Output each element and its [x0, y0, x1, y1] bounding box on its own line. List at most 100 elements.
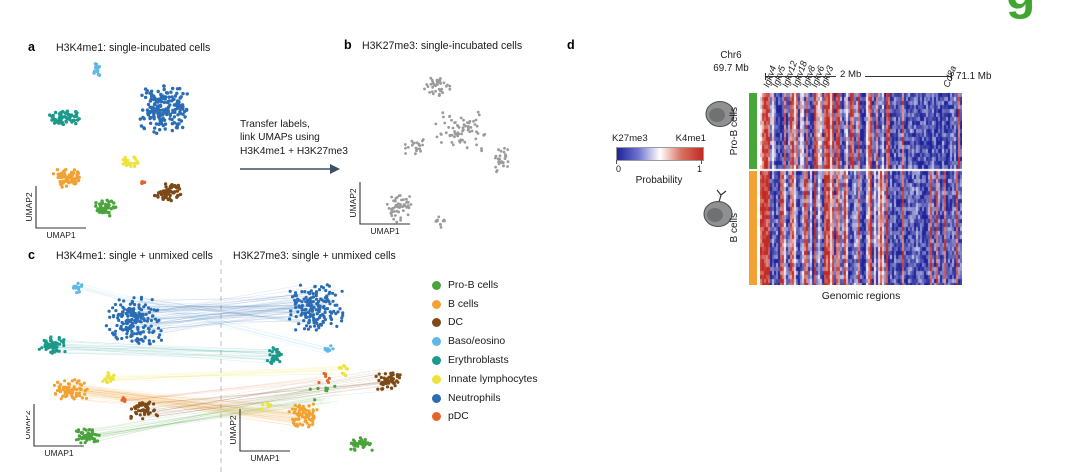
legend-label: Neutrophils: [448, 392, 501, 404]
link-lines-erythroblasts: [39, 339, 282, 364]
transfer-arrow: [240, 164, 340, 174]
journal-logo-fragment: g: [1000, 0, 1080, 30]
umap-cluster-neutrophils: [104, 295, 163, 346]
umap-cluster-dc: [374, 371, 402, 391]
umap-cluster-pro-b-cells: [94, 198, 118, 218]
umap-cluster-unlabeled: [493, 146, 510, 174]
legend-color-dot: [432, 393, 441, 403]
link-lines-neutrophils: [110, 285, 342, 340]
umap-cluster-pro-b-cells: [74, 427, 101, 445]
pro-b-row-label: Pro-B cells: [728, 106, 740, 156]
umap2-axis-label: UMAP2: [228, 415, 238, 445]
b-cell-icon: [703, 189, 733, 227]
legend-item-innate-lymphocytes: Innate lymphocytes: [432, 370, 538, 389]
umap-cluster-innate-lymphocytes: [337, 364, 349, 378]
region-start: 69.7 Mb: [713, 63, 749, 74]
umap-cluster-pdc: [120, 396, 127, 403]
colorbar-left-label: K27me3: [612, 133, 648, 144]
umap2-axis-label: UMAP2: [26, 192, 34, 222]
umap-plot-b: UMAP1 UMAP2: [348, 76, 510, 236]
transfer-arrow-text: Transfer labels, link UMAPs using H3K4me…: [240, 118, 352, 158]
b-cells-row-colorbar: [749, 171, 757, 285]
umap1-axis-label: UMAP1: [46, 230, 76, 240]
panel-c-label: c: [28, 248, 35, 262]
umap-cluster-unlabeled: [403, 138, 425, 156]
umap-cluster-innate-lymphocytes: [101, 371, 116, 384]
umap-cluster-pdc: [140, 180, 147, 186]
legend-color-dot: [432, 299, 441, 309]
scale-bar-tick-right: [951, 73, 952, 80]
arrow-text-line-1: Transfer labels,: [240, 119, 310, 130]
link-lines-b-cells: [58, 381, 318, 428]
chromosome-name: Chr6: [720, 50, 742, 61]
legend-item-erythroblasts: Erythroblasts: [432, 351, 538, 370]
umap-cluster-dc: [129, 400, 160, 421]
colorbar-min: 0: [616, 164, 622, 174]
umap-axes: UMAP1 UMAP2: [26, 404, 84, 458]
umap-cluster-erythroblasts: [265, 346, 283, 365]
legend-item-pdc: pDC: [432, 408, 538, 427]
legend-label: Innate lymphocytes: [448, 373, 538, 385]
b-cells-row-label: B cells: [728, 213, 740, 243]
heatmap-canvas: [760, 93, 962, 285]
umap-plot-a: UMAP1 UMAP2: [26, 62, 189, 240]
umap1-axis-label: UMAP1: [44, 448, 74, 458]
legend-color-dot: [432, 374, 441, 384]
umap-cluster-b-cells: [51, 168, 81, 189]
legend-label: DC: [448, 317, 464, 329]
umap-cluster-innate-lymphocytes: [259, 401, 273, 411]
umap2-axis-label: UMAP2: [26, 410, 32, 440]
region-end: 71.1 Mb: [956, 71, 992, 82]
umap-cluster-innate-lymphocytes: [121, 155, 140, 169]
umap-cluster-dc: [153, 182, 183, 203]
arrow-text-line-2: link UMAPs using: [240, 132, 320, 144]
arrow-text-line-3: H3K4me1 + H3K27me3: [240, 145, 348, 157]
link-lines-baso-eosino: [77, 283, 333, 355]
umap-cluster-erythroblasts: [48, 109, 81, 127]
umap-cluster-b-cells: [287, 402, 319, 429]
link-lines-dc: [135, 368, 399, 419]
panel-d-label: d: [567, 38, 575, 52]
journal-logo-letter: g: [1006, 0, 1035, 20]
legend-color-dot: [432, 337, 441, 347]
panel-b-label: b: [344, 38, 352, 52]
umap-cluster-unlabeled: [385, 194, 413, 224]
row-group-label-b: B cells: [726, 171, 742, 285]
panel-a-label: a: [28, 40, 35, 54]
colorbar-title: Probability: [635, 175, 683, 186]
legend-item-neutrophils: Neutrophils: [432, 389, 538, 408]
legend-item-b-cells: B cells: [432, 295, 538, 314]
link-lines-pro-b-cells: [79, 385, 340, 443]
legend-item-pro-b-cells: Pro-B cells: [432, 276, 538, 295]
panel-a-title: H3K4me1: single-incubated cells: [56, 42, 211, 54]
umap-cluster-baso-eosino: [323, 344, 335, 353]
scale-bar-label: 2 Mb: [836, 69, 866, 80]
colorbar-tick-labels: 0 1: [616, 164, 702, 174]
legend-label: Erythroblasts: [448, 355, 509, 367]
colorbar-right-label: K4me1: [675, 133, 706, 144]
umap-cluster-unlabeled: [423, 76, 452, 97]
umap1-axis-label: UMAP1: [370, 226, 400, 236]
umap2-axis-label: UMAP2: [348, 188, 358, 218]
legend-label: B cells: [448, 298, 479, 310]
umap-cluster-pdc: [317, 371, 331, 385]
pro-b-cell-icon: [705, 101, 735, 127]
umap-cluster-neutrophils: [138, 84, 189, 135]
umap-axes: UMAP1 UMAP2: [348, 182, 410, 236]
pro-b-row-colorbar: [749, 93, 757, 169]
umap-cluster-b-cells: [52, 378, 89, 401]
umap-cluster-pro-b-cells: [308, 384, 337, 402]
colorbar-endpoint-labels: K27me3 K4me1: [612, 133, 706, 144]
scale-bar-tick-left: [765, 73, 766, 80]
legend-label: Pro-B cells: [448, 279, 499, 291]
link-lines-innate-lymphocytes: [100, 365, 351, 383]
legend-item-baso-eosino: Baso/eosino: [432, 332, 538, 351]
umap-cluster-neutrophils: [288, 283, 345, 332]
panel-b-title: H3K27me3: single-incubated cells: [362, 40, 523, 52]
heatmap-x-axis-label: Genomic regions: [821, 291, 901, 302]
